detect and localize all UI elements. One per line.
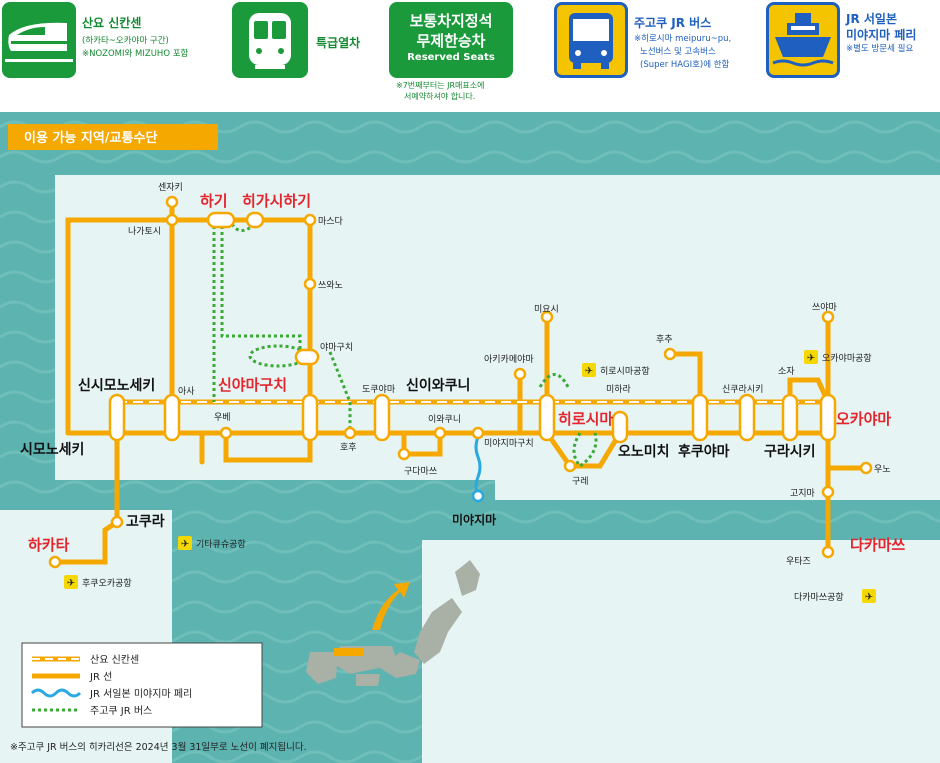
ferry-sub1: ※별도 방문세 필요 [846,44,914,54]
station-markers [48,195,873,569]
express-title: 특급열차 [316,36,361,50]
label-mihara: 미하라 [606,384,632,395]
shinkansen-title: 산요 신칸센 [82,16,142,30]
svg-text:히로시마공항: 히로시마공항 [600,366,650,377]
label-nagatoshi: 나가토시 [128,226,161,237]
label-utazu: 우타즈 [786,556,811,567]
label-kurashiki: 구라시키 [764,444,816,460]
legend-bus: 주고쿠 JR 버스 [90,705,152,717]
airport-fukuoka: ✈ 후쿠오카공항 [64,575,132,589]
label-masuda: 마스다 [318,216,344,227]
label-senzaki: 센자키 [158,182,183,193]
area-banner [8,124,218,150]
area-banner-text: 이용 가능 지역/교통수단 [24,130,157,146]
svg-text:✈: ✈ [67,578,75,589]
label-shimonoseki: 시모노세키 [20,442,84,458]
reserved-note1: ※7번째부터는 JR매표소에 [396,81,485,90]
bus-lines [212,220,598,469]
route-map: 이용 가능 지역/교통수단 [0,112,940,763]
label-okayama: 오카야마 [836,410,891,428]
label-uno: 우노 [874,464,891,475]
label-kojima: 고지마 [790,488,816,499]
label-onomichi: 오노미치 [618,444,670,460]
label-fukuyama: 후쿠야마 [678,443,730,460]
legend-ferry: JR 서일본 미야지마 페리 [89,688,192,700]
svg-text:다카마쓰공항: 다카마쓰공항 [794,592,844,603]
shinkansen-sub2: ※NOZOMI와 MIZUHO 포함 [82,49,189,59]
top-legend: 산요 신칸센 (하카타~오카야마 구간) ※NOZOMI와 MIZUHO 포함 … [0,0,940,112]
label-kure: 구레 [572,476,589,487]
major-station-markers [108,211,837,444]
label-miyajimaguchi: 미야지마구치 [484,437,534,449]
svg-text:후쿠오카공항: 후쿠오카공항 [82,578,132,589]
reserved-line2: 무제한승차 [416,32,486,50]
airport-takamatsu: 다카마쓰공항 ✈ [794,589,876,603]
reserved-line3: Reserved Seats [407,52,495,63]
shinkansen-icon [2,2,76,78]
label-hagi: 하기 [200,192,228,210]
ferry-route [474,436,482,495]
label-shiniwakuni: 신이와쿠니 [406,377,470,394]
label-iwakuni: 이와쿠니 [428,413,461,425]
svg-text:✈: ✈ [181,539,189,550]
airport-kitakyushu: ✈ 기타큐슈공항 [178,536,246,550]
reserved-note2: 서예약하셔야 합니다. [404,92,476,101]
reserved-seats-badge [389,2,513,78]
svg-text:✈: ✈ [807,353,815,364]
express-train-icon [232,2,308,78]
label-higashihagi: 히가시하기 [242,192,311,210]
bus-title: 주고쿠 JR 버스 [634,16,712,30]
shikoku-land [422,540,940,763]
label-kokura: 고쿠라 [126,514,165,530]
label-shinshimonoseki: 신시모노세키 [78,378,155,394]
airport-hiroshima: ✈ 히로시마공항 [582,363,650,377]
label-fuchu: 후추 [656,334,673,345]
bus-sub1: ※히로시마 meipuru~pu, [634,34,732,44]
label-miyajima: 미야지마 [452,512,496,527]
label-tokuyama: 도쿠야마 [362,384,396,395]
bus-sub3: (Super HAGI호)에 한함 [640,60,730,70]
label-shinkurashiki: 신쿠라시키 [722,384,763,395]
ferry-title2: 미야지마 페리 [846,28,917,42]
label-kudamatsu: 구다마쓰 [404,466,437,477]
svg-text:✈: ✈ [585,366,593,377]
legend-shinkansen: 산요 신칸센 [90,654,139,666]
bus-sub2: 노선버스 및 고속버스 [640,47,716,57]
pointer-arrow-icon [372,582,410,630]
ferry-title1: JR 서일본 [846,12,898,26]
label-hakata: 하카타 [28,536,70,554]
legend-jr: JR 선 [89,671,112,683]
svg-text:오카야마공항: 오카야마공항 [822,353,872,364]
label-yamaguchi: 야마구치 [320,341,353,353]
label-hofu: 호후 [340,442,357,453]
jr-bus-icon [554,2,628,78]
label-tsuwano: 쓰와노 [318,279,343,291]
label-ube: 우베 [214,412,231,423]
svg-text:기타큐슈공항: 기타큐슈공항 [196,539,246,550]
label-shinyamaguchi: 신야마구치 [218,376,287,394]
label-asa: 아사 [178,386,195,397]
airport-okayama: ✈ 오카야마공항 [804,350,872,364]
ferry-icon [766,2,840,78]
svg-text:✈: ✈ [865,592,873,603]
footnote: ※주고쿠 JR 버스의 히카리선은 2024년 3월 31일부로 노선이 폐지됩… [10,741,307,753]
label-tsuyama: 쓰야마 [812,302,838,313]
label-hiroshima: 히로시마 [558,410,613,428]
label-miyoshi: 미요시 [534,304,559,315]
shinkansen-sub1: (하카타~오카야마 구간) [82,36,169,46]
label-akikameyama: 아키카메야마 [484,354,534,365]
reserved-line1: 보통차지정석 [409,12,493,30]
map-legend: 산요 신칸센 JR 선 JR 서일본 미야지마 페리 주고쿠 JR 버스 [21,642,263,728]
label-takamatsu: 다카마쓰 [850,536,905,554]
label-soja: 소자 [778,366,795,377]
